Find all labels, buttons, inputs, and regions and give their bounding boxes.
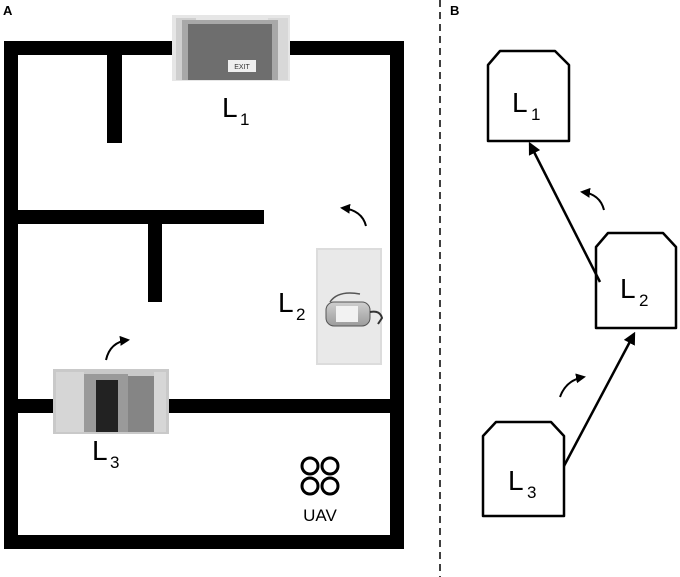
landmark-letter: L <box>222 92 238 123</box>
wall-left <box>4 41 18 549</box>
panel-b-letter: B <box>450 3 459 18</box>
landmark-letter: L <box>620 273 636 304</box>
landmark-node-l1 <box>486 49 571 143</box>
landmark-label-l2: L 2 <box>278 287 305 324</box>
rotation-arrow-l2 <box>340 203 367 227</box>
landmark-subscript: 2 <box>639 291 648 310</box>
wall-inner-lower-stub <box>148 224 162 302</box>
node-label-l1: L 1 <box>512 87 540 124</box>
wall-inner-middle <box>18 210 264 224</box>
landmark-subscript: 1 <box>531 105 540 124</box>
quadrotor-icon <box>300 456 340 496</box>
landmark-subscript: 3 <box>110 453 119 472</box>
wall-bottom <box>4 535 404 549</box>
landmark-letter: L <box>92 435 108 466</box>
extinguisher-hose <box>369 310 384 325</box>
landmark-letter: L <box>508 465 524 496</box>
landmark-label-l3: L 3 <box>92 435 119 472</box>
rotation-arrow-l3 <box>105 335 130 361</box>
door-panel <box>128 376 154 432</box>
node-label-l2: L 2 <box>620 273 648 310</box>
edge-l2-to-l1 <box>528 141 602 283</box>
landmark-subscript: 1 <box>240 110 249 129</box>
rotation-arrow-l3-l2 <box>559 373 586 398</box>
landmark-subscript: 2 <box>296 305 305 324</box>
landmark-node-l2 <box>594 231 678 330</box>
node-label-l3: L 3 <box>508 465 536 502</box>
landmark-subscript: 3 <box>527 483 536 502</box>
landmark-letter: L <box>278 287 294 318</box>
rotation-arrow-l2-l1 <box>580 187 605 211</box>
panel-a: A EXIT L 1 <box>3 3 404 549</box>
edge-l3-to-l2 <box>562 331 636 467</box>
landmark-letter: L <box>512 87 528 118</box>
panel-b: B L 1 L 2 L 3 <box>450 3 678 518</box>
photo-wall-left <box>56 372 84 432</box>
wall-right <box>390 41 404 549</box>
landmark-label-l1: L 1 <box>222 92 249 129</box>
extinguisher-handle <box>329 292 361 303</box>
uav-label: UAV <box>303 506 337 525</box>
door-opening <box>96 380 118 432</box>
exit-sign-text: EXIT <box>234 64 250 71</box>
landmark-photo-open-door <box>53 369 169 434</box>
wall-inner-upper-stub <box>107 55 122 143</box>
landmark-photo-exit-door: EXIT <box>172 15 290 81</box>
landmark-node-l3 <box>481 420 566 518</box>
panel-a-letter: A <box>3 3 13 18</box>
photo-wall-right <box>154 372 166 432</box>
extinguisher-label <box>336 306 358 322</box>
landmark-photo-fire-extinguisher <box>316 248 384 365</box>
exit-sign <box>228 60 256 72</box>
